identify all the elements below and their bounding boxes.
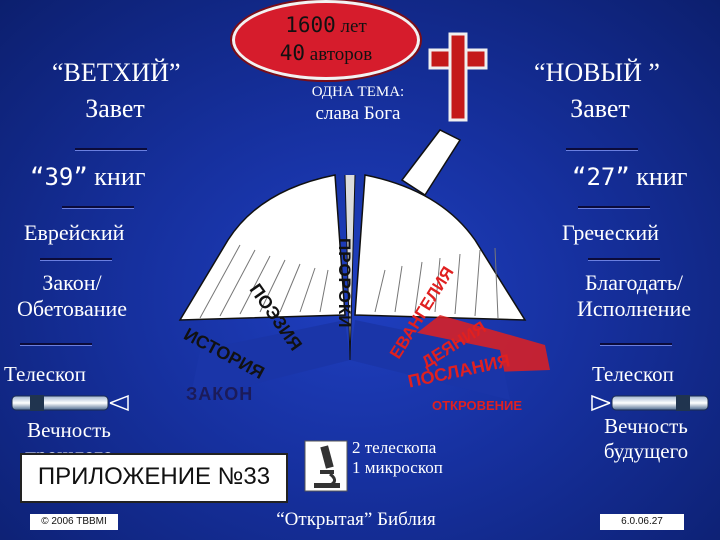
divider bbox=[578, 206, 650, 208]
new-testament-count-word: книг bbox=[636, 162, 687, 191]
appendix-box: ПРИЛОЖЕНИЕ №33 bbox=[20, 453, 288, 503]
old-testament-count-number: “39” bbox=[30, 163, 88, 191]
old-testament-tool: Телескоп bbox=[4, 362, 86, 387]
divider bbox=[600, 343, 672, 345]
divider bbox=[40, 258, 112, 260]
microscope-icon bbox=[304, 440, 348, 492]
old-testament-count-word: книг bbox=[94, 162, 145, 191]
divider bbox=[75, 148, 147, 150]
eternity-past-line1: Вечность bbox=[4, 418, 134, 443]
open-bible-caption: “Открытая” Библия bbox=[246, 509, 466, 531]
telescope-count: 2 телескопа bbox=[352, 438, 443, 458]
badge-authors-line: 40 авторов bbox=[235, 41, 417, 66]
instrument-count: 2 телескопа 1 микроскоп bbox=[352, 438, 443, 478]
divider bbox=[20, 343, 92, 345]
section-prophets: ПРОРОКИ bbox=[334, 238, 354, 329]
badge-years-number: 1600 bbox=[285, 13, 336, 37]
date-label: 6.0.06.27 bbox=[600, 514, 684, 530]
eternity-future-line1: Вечность bbox=[578, 414, 714, 439]
divider bbox=[62, 206, 134, 208]
badge-authors-word: авторов bbox=[310, 44, 372, 65]
theme-label: ОДНА ТЕМА: bbox=[288, 84, 428, 101]
telescope-right-icon bbox=[575, 390, 710, 416]
open-bible-diagram bbox=[140, 100, 580, 430]
appendix-label: ПРИЛОЖЕНИЕ №33 bbox=[22, 463, 286, 491]
years-authors-badge: 1600 лет 40 авторов bbox=[232, 0, 420, 80]
old-testament-count: “39” книг bbox=[30, 162, 145, 192]
eternity-future: Вечность будущего bbox=[578, 414, 714, 464]
eternity-future-line2: будущего bbox=[578, 439, 714, 464]
divider bbox=[588, 258, 660, 260]
new-testament-tool: Телескоп bbox=[592, 362, 674, 387]
copyright-label: © 2006 TBBMI bbox=[30, 514, 118, 530]
badge-years-word: лет bbox=[341, 16, 367, 37]
new-testament-count: “27” книг bbox=[572, 162, 687, 192]
telescope-left-icon bbox=[10, 390, 145, 416]
old-testament-title: “ВЕТХИЙ” bbox=[52, 58, 181, 88]
section-revelation: ОТКРОВЕНИЕ bbox=[432, 398, 522, 413]
new-testament-count-number: “27” bbox=[572, 163, 630, 191]
section-law: ЗАКОН bbox=[186, 384, 253, 405]
old-testament-language: Еврейский bbox=[24, 220, 124, 246]
new-testament-title: “НОВЫЙ ” bbox=[534, 58, 660, 88]
old-testament-theme: Закон/ Обетование bbox=[2, 270, 142, 322]
badge-authors-number: 40 bbox=[280, 41, 305, 65]
microscope-count: 1 микроскоп bbox=[352, 458, 443, 478]
badge-years-line: 1600 лет bbox=[235, 13, 417, 38]
